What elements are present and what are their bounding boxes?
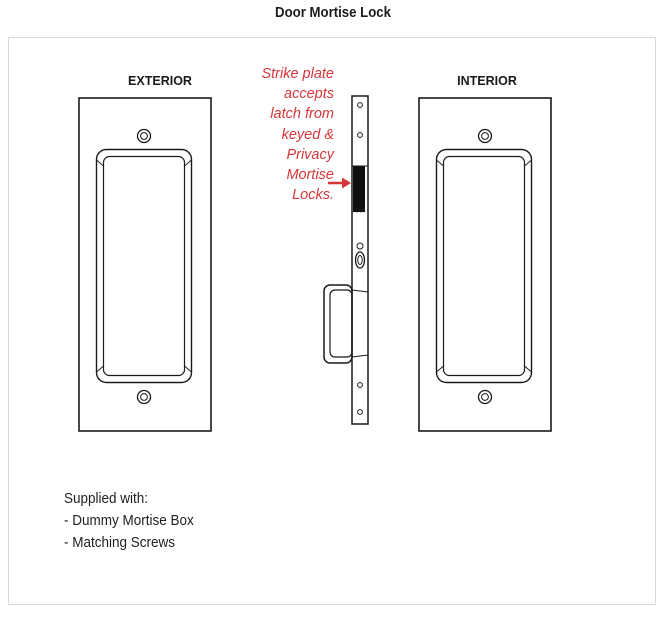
supplied-with-notes: Supplied with: - Dummy Mortise Box - Mat… (64, 488, 208, 554)
annotation-line: Privacy (286, 146, 334, 163)
strike-plate-side-view (351, 95, 369, 425)
latch-bolt (352, 165, 368, 214)
supplied-item: - Dummy Mortise Box (64, 512, 194, 529)
mortise-box-side-view (323, 284, 369, 364)
page-title: Door Mortise Lock (275, 4, 391, 21)
supplied-heading: Supplied with: (64, 490, 149, 507)
supplied-item: - Matching Screws (64, 534, 176, 551)
strike-plate-annotation: Strike plate accepts latch from keyed & … (196, 64, 334, 205)
exterior-bottom-screw-icon (136, 389, 152, 405)
annotation-line: Mortise (286, 167, 334, 184)
interior-bottom-screw-icon (477, 389, 493, 405)
exterior-top-screw-icon (136, 128, 152, 144)
interior-top-screw-icon (477, 128, 493, 144)
annotation-line: Strike plate (261, 66, 334, 82)
annotation-line: accepts (284, 86, 334, 103)
exterior-label: EXTERIOR (128, 74, 192, 88)
arrow-icon (328, 177, 351, 189)
annotation-line: latch from (270, 106, 334, 123)
interior-label: INTERIOR (457, 74, 517, 88)
annotation-line: Locks. (292, 187, 334, 204)
diagram-panel (8, 37, 656, 605)
interior-pull (418, 97, 552, 432)
exterior-pull (78, 97, 212, 432)
annotation-line: keyed & (281, 126, 334, 143)
